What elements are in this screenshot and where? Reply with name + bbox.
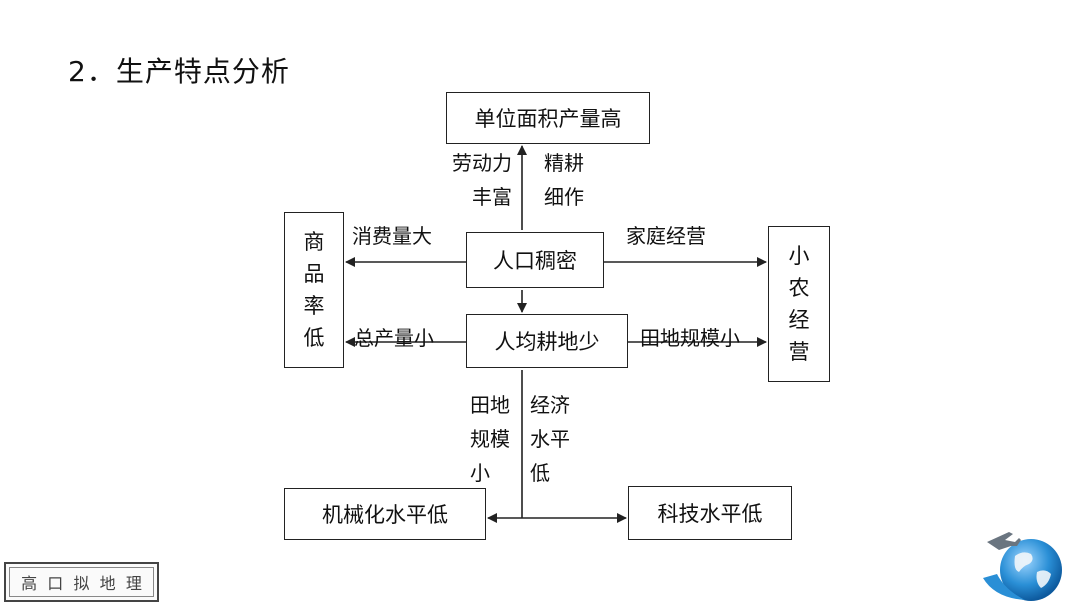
label-line: 小 xyxy=(470,461,490,485)
label-up-left: 劳动力 丰富 xyxy=(452,146,512,214)
label-line: 劳动力 xyxy=(452,151,512,175)
label-line: 精耕 xyxy=(544,151,584,175)
label-up-right: 精耕 细作 xyxy=(544,146,584,214)
label-down-left: 田地 规模 小 xyxy=(470,388,510,490)
stamp-char: 高 xyxy=(21,574,38,593)
brand-stamp-logo: 高 口 拟 地 理 xyxy=(4,562,159,602)
label-line: 田地 xyxy=(470,393,510,417)
node-right-char: 农 xyxy=(788,276,810,300)
label-down-right: 经济 水平 低 xyxy=(530,388,570,490)
node-top: 单位面积产量高 xyxy=(446,92,650,144)
node-bottom-right: 科技水平低 xyxy=(628,486,792,540)
stamp-char: 口 xyxy=(47,574,64,593)
node-mid: 人均耕地少 xyxy=(466,314,628,368)
node-left-char: 低 xyxy=(303,326,325,350)
label-line: 经济 xyxy=(530,393,570,417)
node-left: 商 品 率 低 xyxy=(284,212,344,368)
page-title: 2．生产特点分析 xyxy=(68,55,290,88)
node-left-char: 商 xyxy=(303,230,325,254)
label-center-right: 家庭经营 xyxy=(626,224,706,248)
globe-airplane-icon xyxy=(983,532,1062,601)
label-mid-left: 总产量小 xyxy=(354,326,434,350)
label-line: 细作 xyxy=(544,185,584,209)
label-line: 规模 xyxy=(470,427,510,451)
stamp-char: 理 xyxy=(125,574,142,593)
label-center-left: 消费量大 xyxy=(352,224,432,248)
node-bottom-left: 机械化水平低 xyxy=(284,488,486,540)
stamp-char: 地 xyxy=(99,574,116,593)
node-right-char: 经 xyxy=(788,308,810,332)
node-right-char: 小 xyxy=(788,244,810,268)
label-mid-right: 田地规模小 xyxy=(640,326,740,350)
label-line: 丰富 xyxy=(472,185,512,209)
node-right: 小 农 经 营 xyxy=(768,226,830,382)
label-line: 低 xyxy=(530,461,550,485)
node-center: 人口稠密 xyxy=(466,232,604,288)
node-left-char: 率 xyxy=(303,294,325,318)
node-right-char: 营 xyxy=(788,340,810,364)
stamp-char: 拟 xyxy=(73,574,90,593)
label-line: 水平 xyxy=(530,427,570,451)
node-left-char: 品 xyxy=(303,262,325,286)
